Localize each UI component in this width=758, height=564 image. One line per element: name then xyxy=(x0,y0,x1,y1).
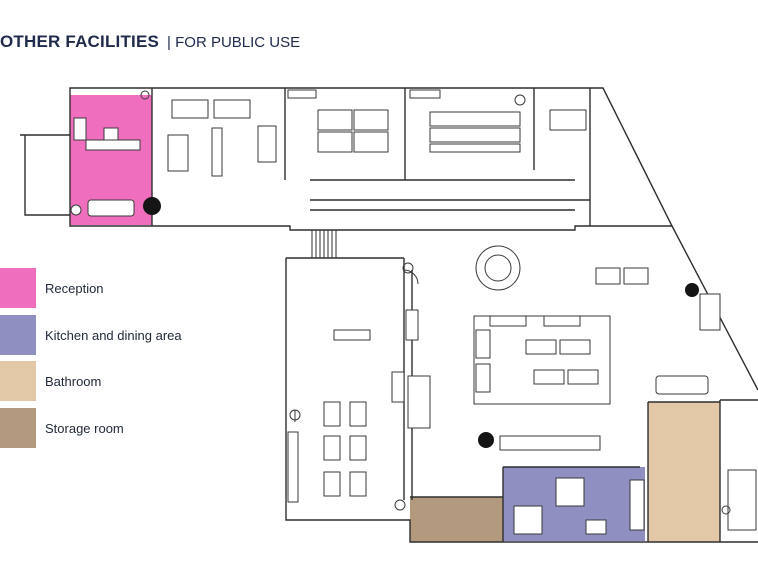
lower-furniture xyxy=(287,245,757,535)
legend-label: Bathroom xyxy=(45,374,102,389)
zone-bathroom xyxy=(648,402,720,542)
reception-furniture xyxy=(70,90,150,217)
legend-swatch xyxy=(0,268,36,308)
plant-icon xyxy=(143,197,161,215)
legend-swatch xyxy=(0,361,36,401)
legend-item-reception: Reception xyxy=(0,268,200,308)
stairs xyxy=(311,229,337,259)
zone-storage xyxy=(410,497,503,542)
legend-label: Reception xyxy=(45,281,104,296)
legend-item-storage: Storage room xyxy=(0,408,200,448)
legend-item-bathroom: Bathroom xyxy=(0,361,200,401)
header: OTHER FACILITIES | FOR PUBLIC USE xyxy=(0,32,300,56)
legend-label: Kitchen and dining area xyxy=(45,328,182,343)
office-desks xyxy=(167,89,649,285)
legend-label: Storage room xyxy=(45,421,124,436)
legend-swatch xyxy=(0,408,36,448)
doors xyxy=(289,262,731,515)
page-title: OTHER FACILITIES xyxy=(0,32,160,51)
page-subtitle: | FOR PUBLIC USE xyxy=(167,34,301,51)
legend-item-kitchen: Kitchen and dining area xyxy=(0,315,200,355)
walls xyxy=(20,87,758,543)
legend-swatch xyxy=(0,315,36,355)
plant-icon xyxy=(478,432,494,448)
plants xyxy=(143,197,699,448)
plant-icon xyxy=(685,283,699,297)
